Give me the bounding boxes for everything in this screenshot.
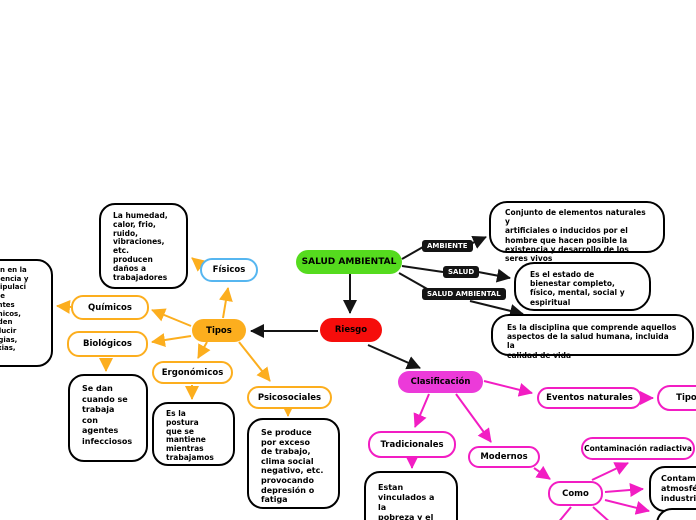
note-salud-definition[interactable]: Es el estado de bienestar completo, físi… — [514, 262, 651, 311]
tag-ambiente[interactable]: AMBIENTE — [422, 240, 473, 252]
node-riesgo[interactable]: Riesgo — [320, 318, 382, 342]
note-contaminacion-atmosferica[interactable]: Contaminación atmosférica industrial — [649, 466, 696, 512]
note-salud-ambiental-definition[interactable]: Es la disciplina que comprende aquellos … — [491, 314, 694, 360]
node-tipos-right[interactable]: Tipos — [657, 385, 696, 411]
note-fisicos-desc[interactable]: La humedad, calor, frio, ruido, vibracio… — [99, 203, 188, 289]
black-connectors — [250, 235, 524, 370]
magenta-connectors — [405, 380, 654, 520]
node-tipos[interactable]: Tipos — [192, 319, 246, 342]
node-eventos-naturales[interactable]: Eventos naturales — [537, 387, 642, 409]
note-ergonomicos-desc[interactable]: Es la postura que se mantiene mientras t… — [152, 402, 235, 466]
node-contaminacion-radiactiva[interactable]: Contaminación radiactiva — [581, 437, 695, 460]
node-modernos[interactable]: Modernos — [468, 446, 540, 468]
note-bottom-right-cut[interactable] — [656, 508, 696, 520]
node-ergonomicos[interactable]: Ergonómicos — [152, 361, 233, 384]
note-tradicionales-desc[interactable]: Estan vinculados a la pobreza y el insuf… — [364, 471, 458, 520]
note-psicosociales-desc[interactable]: Se produce por exceso de trabajo, clima … — [247, 418, 340, 509]
note-ambiente-definition[interactable]: Conjunto de elementos naturales y artifi… — [489, 201, 665, 263]
node-biologicos[interactable]: Biológicos — [67, 331, 148, 357]
node-como[interactable]: Como — [548, 481, 603, 506]
node-fisicos[interactable]: Físicos — [200, 258, 258, 282]
node-clasificacion[interactable]: Clasificación — [398, 371, 483, 393]
node-salud-ambiental[interactable]: SALUD AMBIENTAL — [296, 250, 402, 274]
node-psicosociales[interactable]: Psicosociales — [247, 386, 332, 409]
tag-salud-ambiental[interactable]: SALUD AMBIENTAL — [422, 288, 506, 300]
note-quimicos-desc[interactable]: Están en la presencia y manipulaci ón de… — [0, 259, 53, 367]
tag-salud[interactable]: SALUD — [443, 266, 480, 278]
node-tradicionales[interactable]: Tradicionales — [368, 431, 456, 458]
node-quimicos[interactable]: Químicos — [71, 295, 149, 320]
note-biologicos-desc[interactable]: Se dan cuando se trabaja con agentes inf… — [68, 374, 148, 462]
